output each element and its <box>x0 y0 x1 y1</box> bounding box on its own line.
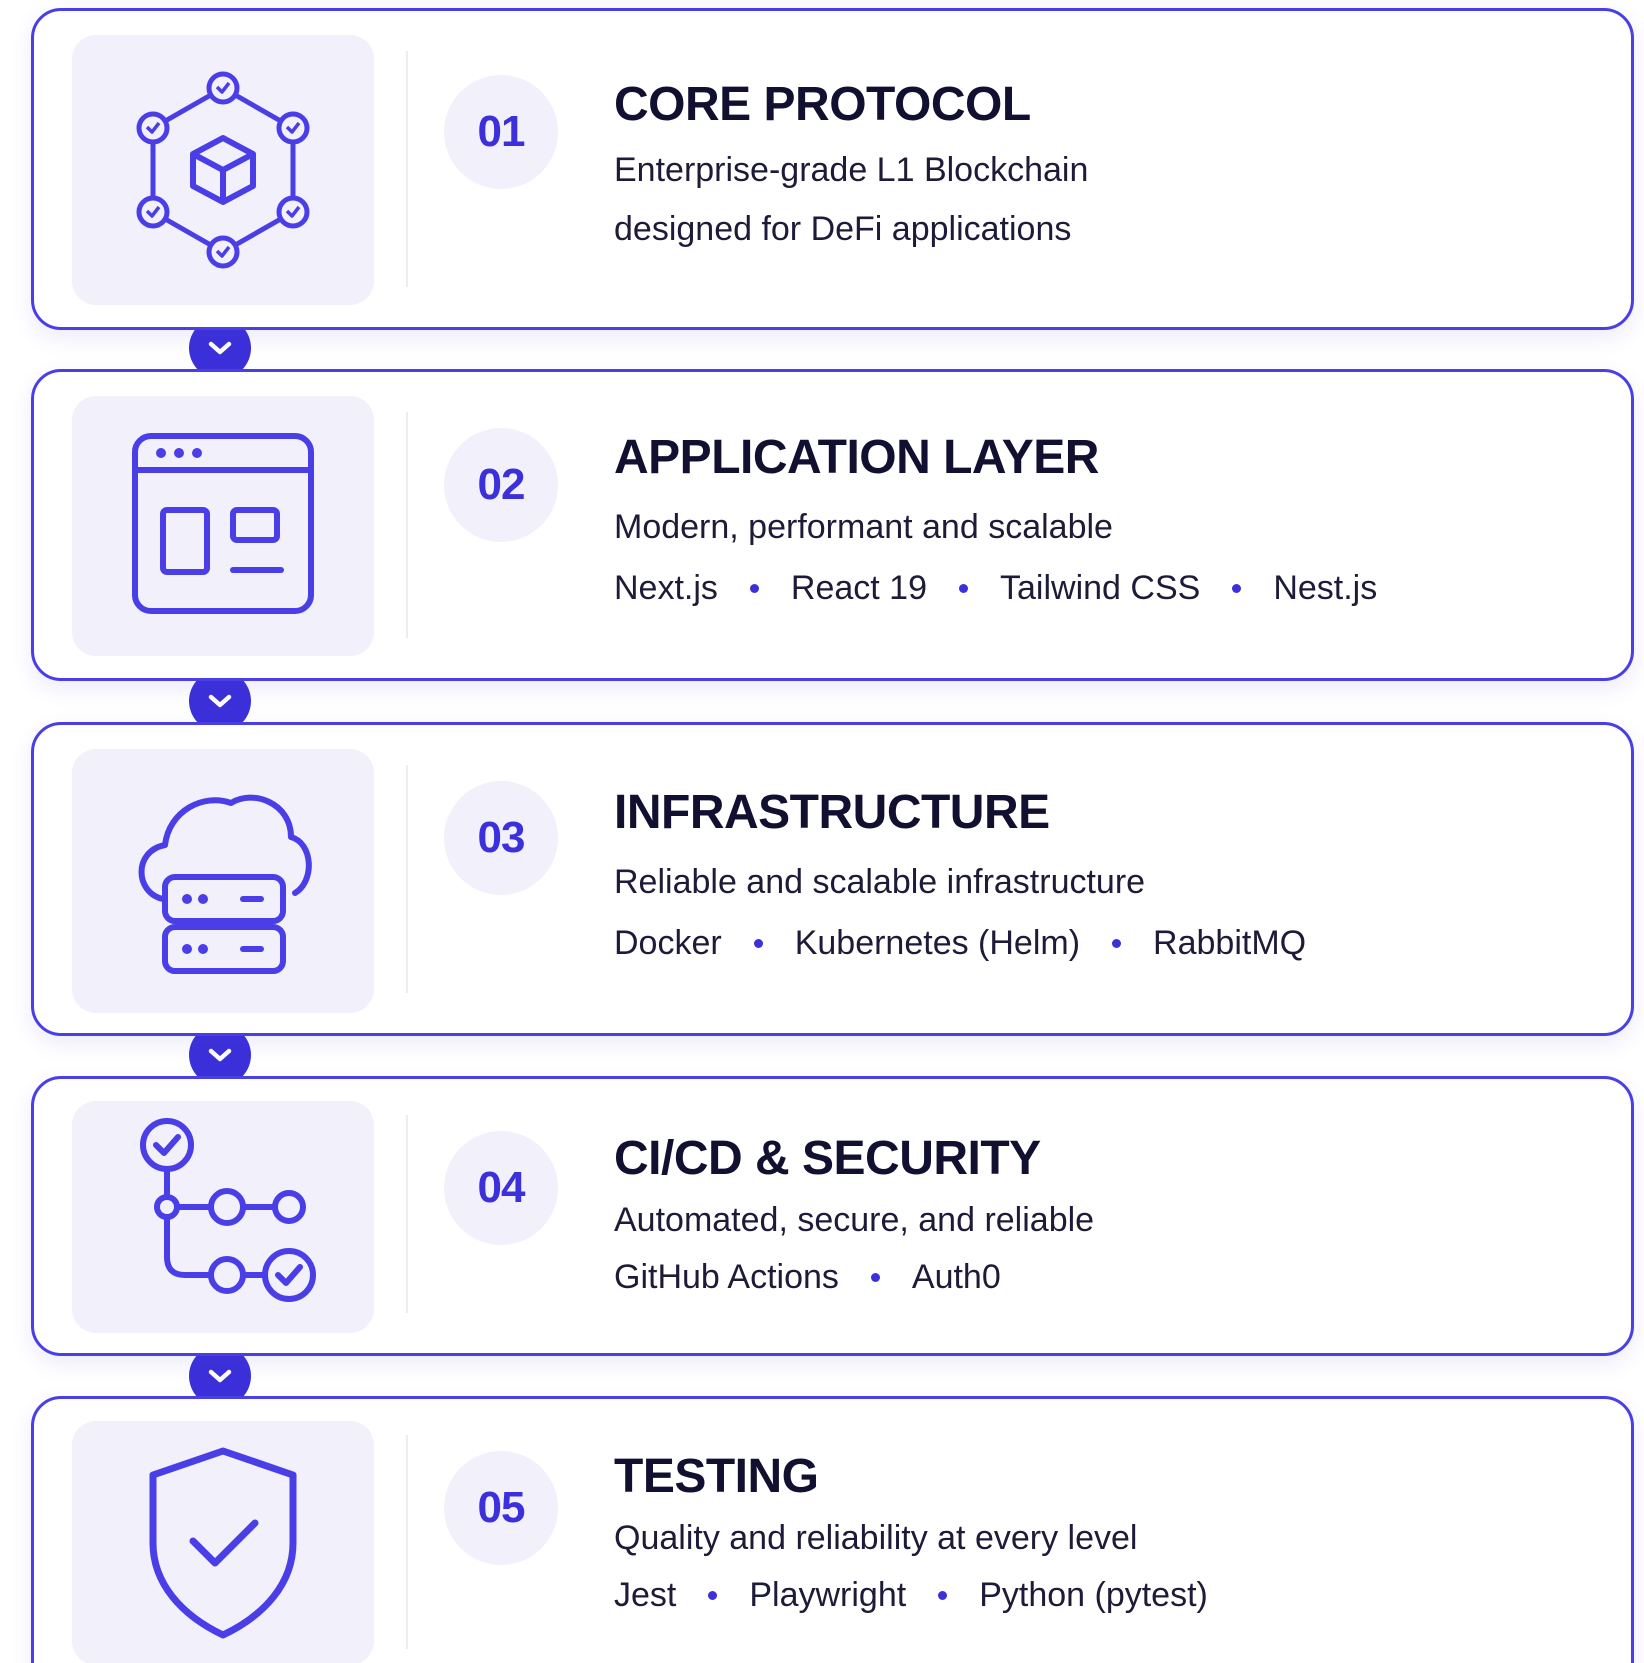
bullet-dot <box>938 1591 948 1600</box>
tag-list: GitHub Actions Auth0 <box>614 1258 1591 1297</box>
icon-panel <box>72 1101 374 1333</box>
divider <box>406 412 408 638</box>
icon-panel <box>72 35 374 305</box>
pipeline-icon <box>140 1118 316 1302</box>
step-description: Quality and reliability at every level <box>614 1519 1138 1557</box>
tag: Playwright <box>749 1576 907 1614</box>
divider <box>406 1435 408 1649</box>
tag: Tailwind CSS <box>1000 569 1201 607</box>
cloud-server-icon <box>138 794 312 974</box>
step-description: Enterprise-grade L1 Blockchain <box>614 151 1089 189</box>
step-content: TESTING Quality and reliability at every… <box>614 1449 1591 1615</box>
step-description: Automated, secure, and reliable <box>614 1201 1095 1239</box>
step-title: APPLICATION LAYER <box>614 431 1099 484</box>
divider <box>406 765 408 993</box>
step-content: APPLICATION LAYER Modern, performant and… <box>614 430 1591 608</box>
step-title: CORE PROTOCOL <box>614 78 1031 131</box>
tag: Auth0 <box>911 1258 1001 1296</box>
divider <box>406 51 408 287</box>
step-content: CORE PROTOCOL Enterprise-grade L1 Blockc… <box>614 77 1591 249</box>
bullet-dot <box>1232 584 1242 593</box>
tag: GitHub Actions <box>614 1258 839 1296</box>
step-description: designed for DeFi applications <box>614 210 1072 248</box>
tag-list: Jest Playwright Python (pytest) <box>614 1576 1591 1615</box>
tag: Next.js <box>614 569 718 607</box>
tag: Python (pytest) <box>979 1576 1208 1614</box>
step-content: INFRASTRUCTURE Reliable and scalable inf… <box>614 785 1591 963</box>
tag: React 19 <box>790 569 928 607</box>
step-title: CI/CD & SECURITY <box>614 1132 1041 1185</box>
step-number-badge: 01 <box>444 75 558 189</box>
bullet-dot <box>753 939 763 948</box>
step-description: Reliable and scalable infrastructure <box>614 863 1146 901</box>
bullet-dot <box>959 584 969 593</box>
tag: Docker <box>614 924 722 962</box>
step-number-badge: 02 <box>444 428 558 542</box>
tag: Kubernetes (Helm) <box>794 924 1081 962</box>
tag: Jest <box>614 1576 677 1614</box>
bullet-dot <box>749 584 759 593</box>
tag-list: Next.js React 19 Tailwind CSS Nest.js <box>614 569 1591 608</box>
step-card-infrastructure: 03 INFRASTRUCTURE Reliable and scalable … <box>31 722 1634 1036</box>
tag: RabbitMQ <box>1153 924 1307 962</box>
step-description: Modern, performant and scalable <box>614 508 1113 546</box>
icon-panel <box>72 749 374 1013</box>
tag-list: Docker Kubernetes (Helm) RabbitMQ <box>614 924 1591 963</box>
step-number-badge: 03 <box>444 781 558 895</box>
bullet-dot <box>1112 939 1122 948</box>
step-card-testing: 05 TESTING Quality and reliability at ev… <box>31 1396 1634 1663</box>
shield-check-icon <box>149 1447 297 1639</box>
step-content: CI/CD & SECURITY Automated, secure, and … <box>614 1131 1591 1297</box>
step-number-badge: 04 <box>444 1131 558 1245</box>
bullet-dot <box>870 1273 880 1282</box>
step-title: TESTING <box>614 1450 819 1503</box>
icon-panel <box>72 1421 374 1663</box>
bullet-dot <box>708 1591 718 1600</box>
step-title: INFRASTRUCTURE <box>614 786 1050 839</box>
blockchain-network-icon <box>136 71 310 269</box>
step-number-badge: 05 <box>444 1451 558 1565</box>
icon-panel <box>72 396 374 656</box>
step-card-core-protocol: 01 CORE PROTOCOL Enterprise-grade L1 Blo… <box>31 8 1634 330</box>
step-card-application-layer: 02 APPLICATION LAYER Modern, performant … <box>31 369 1634 681</box>
step-card-cicd-security: 04 CI/CD & SECURITY Automated, secure, a… <box>31 1076 1634 1356</box>
divider <box>406 1115 408 1313</box>
browser-window-icon <box>132 433 314 614</box>
tag: Nest.js <box>1273 569 1378 607</box>
